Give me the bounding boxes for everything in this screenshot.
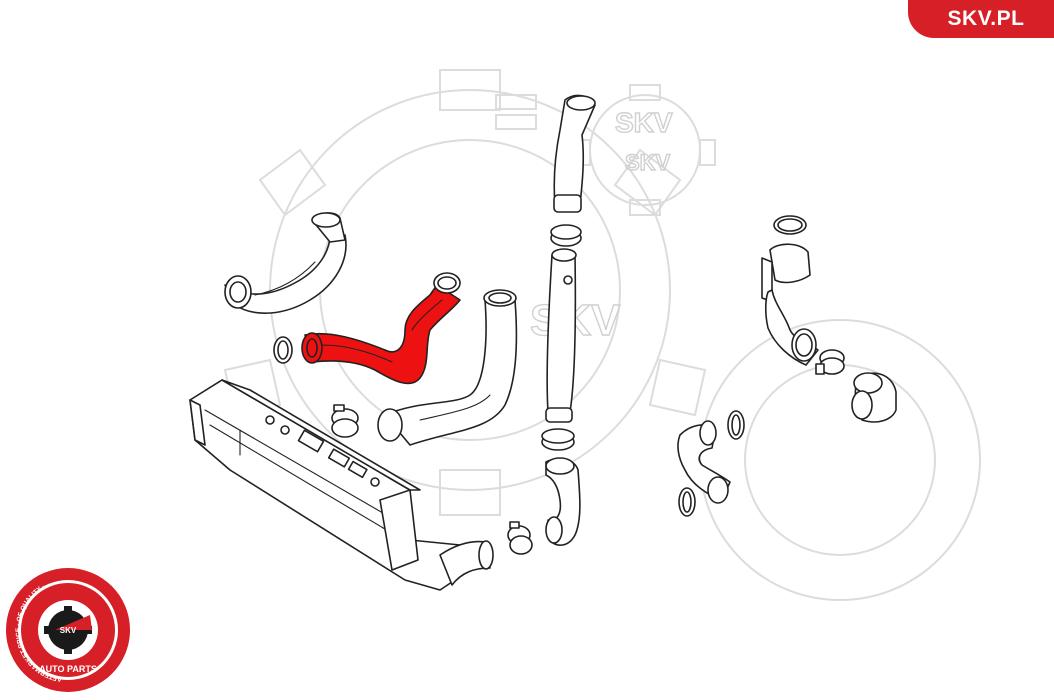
skv-seal-logo: SKV AFTERMARKET PRICE · OE QUALITY · AUT… xyxy=(6,568,130,692)
intercooler-icon xyxy=(189,379,494,591)
o-ring-inner-icon xyxy=(437,276,457,290)
seal-bottom-text: AUTO PARTS xyxy=(39,664,97,674)
o-ring-inner-icon xyxy=(277,340,289,360)
elbow-coupler-icon xyxy=(851,372,897,423)
watermark-text: SKV xyxy=(625,150,671,175)
s-hose-icon xyxy=(677,420,731,504)
watermark-gear-top-icon xyxy=(495,84,716,216)
turbo-inlet-hose-icon xyxy=(761,215,819,366)
o-ring-inner-icon xyxy=(731,414,741,436)
o-ring-inner-icon xyxy=(682,491,692,513)
highlighted-hose-icon xyxy=(301,284,461,385)
hose-clamp-icon xyxy=(331,404,359,438)
upper-left-hose-icon xyxy=(224,212,347,314)
brand-site-label: SKV.PL xyxy=(947,7,1025,30)
hose-clamp-icon xyxy=(507,521,533,555)
watermark-text: SKV xyxy=(615,107,673,138)
vertical-pipe-icon xyxy=(541,94,596,546)
brand-tab[interactable]: SKV.PL xyxy=(908,0,1054,38)
charge-pipe-icon xyxy=(377,289,518,446)
hose-clamp-icon xyxy=(815,349,845,375)
seal-center-text: SKV xyxy=(60,626,77,635)
